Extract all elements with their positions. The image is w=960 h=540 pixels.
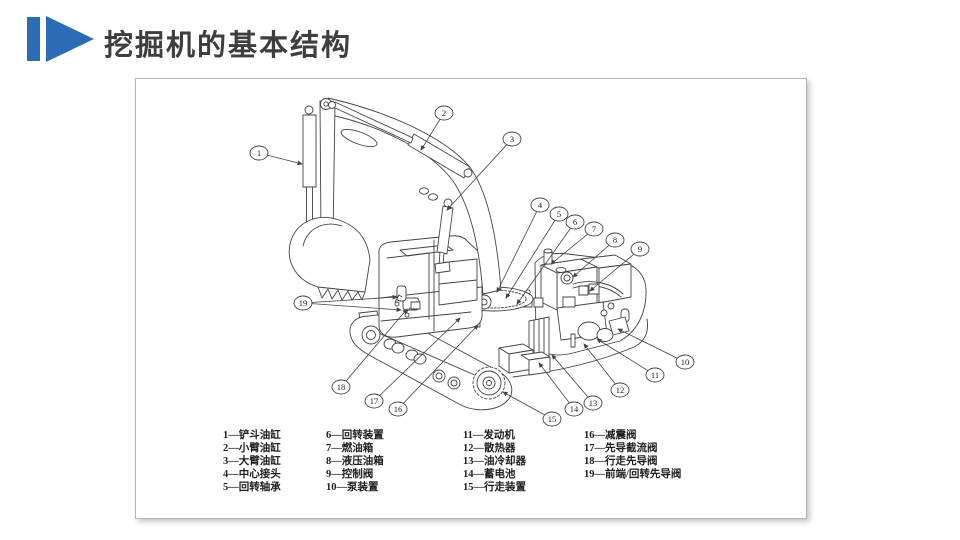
callout-bubble-2 [434,105,454,121]
callout-leader-line [617,328,686,363]
callout-leader-line [596,338,656,376]
callout-number: 7 [592,224,596,234]
callout-leader-line [340,308,408,388]
callout-bubble-16 [388,401,408,417]
callout-bubble-12 [610,382,630,398]
boom-cylinder [434,198,454,274]
callout-bubble-17 [364,393,384,409]
callout-leader-line [373,317,461,402]
callout-number: 1 [257,148,261,158]
page-title: 挖掘机的基本结构 [104,30,353,62]
callout-leader-line [583,343,621,391]
cooler-battery-group [498,316,551,376]
callout-number: 6 [573,217,577,227]
callout-bubble-14 [564,401,584,417]
callout-bubble-15 [542,411,562,427]
callout-leader-line [302,302,402,313]
callout-bubble-5 [549,206,569,222]
callout-leader-line [572,239,616,278]
callout-bubble-8 [605,232,625,248]
bucket-cylinder [302,105,317,233]
callout-leader-line [538,362,575,410]
callout-bubble-1 [249,145,269,161]
excavator-body [358,248,648,378]
callout-number: 12 [616,385,625,395]
callout-bubble-13 [583,395,603,411]
callout-bubble-6 [565,214,585,230]
excavator-cab [378,235,483,338]
callout-number: 13 [589,398,598,408]
callout-bubble-18 [331,379,351,395]
callout-bubble-10 [675,354,695,370]
callout-number: 3 [510,134,514,144]
callout-number: 2 [442,108,446,118]
callout-number: 16 [394,404,403,414]
callout-number: 8 [613,235,617,245]
callout-bubble-4 [530,197,550,213]
callout-leader-line [502,391,553,420]
callout-bubble-9 [630,241,650,257]
callout-number: 10 [681,357,690,367]
callout-leader-line [302,294,398,304]
callout-leader-line [505,213,560,299]
callout-bubble-3 [502,131,522,147]
callout-number: 14 [570,404,579,414]
callout-bubble-11 [645,367,665,383]
callout-number: 5 [557,209,561,219]
excavator-bucket [288,216,371,301]
callout-bubble-7 [584,221,604,237]
callout-number: 19 [299,298,308,308]
callout-number: 11 [651,370,659,380]
callout-bubble-19 [293,295,313,311]
callout-number: 18 [337,382,346,392]
accent-arrow-icon [46,16,94,62]
callout-number: 15 [548,414,557,424]
callout-number: 17 [370,396,379,406]
callout-leader-line [550,228,595,265]
callout-leader-line [446,138,513,211]
callout-number: 4 [538,200,543,210]
callout-leader-line [397,324,479,410]
accent-bar [27,17,40,61]
callout-leader-line [551,354,594,404]
callout-leader-line [496,204,541,293]
callout-number: 9 [638,244,642,254]
callout-leader-line [516,221,576,305]
callout-leader-line [589,248,641,292]
